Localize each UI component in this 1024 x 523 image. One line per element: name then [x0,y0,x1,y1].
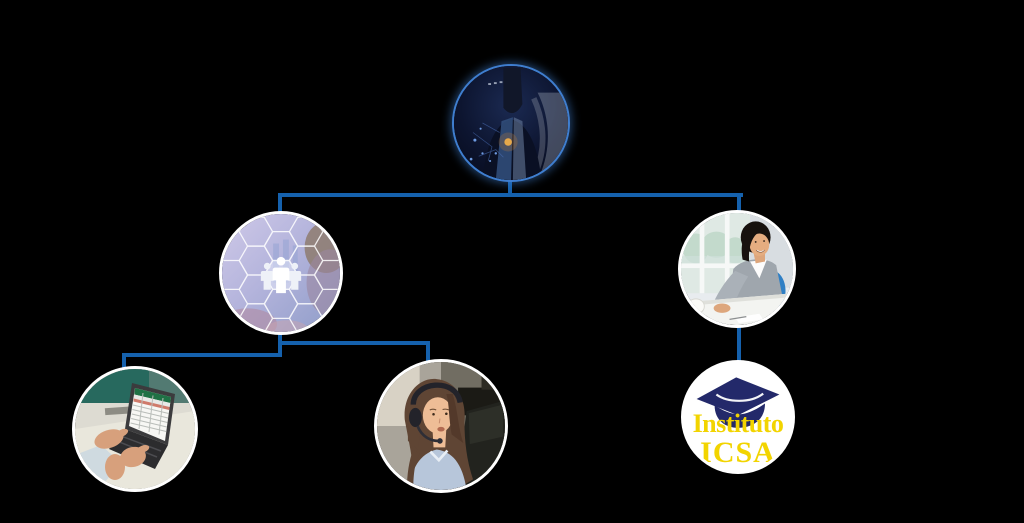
connector-level2-bar-left [122,353,282,357]
support-agent-image [377,362,505,490]
hexagon-grid-icon [222,216,340,332]
node-support-agent [374,359,508,493]
graduation-cap-icon [696,377,780,428]
people-group-icon [260,256,302,294]
node-businesswoman [678,210,796,328]
connector-drop-support [426,341,430,363]
node-instituto-icsa: Instituto ICSA [681,360,795,474]
connector-level1-bar [278,193,743,197]
typing-hands-icon [94,428,150,480]
connector-drop-businesswoman [737,193,741,218]
node-root [452,64,570,182]
people-network-image [222,214,340,332]
businessman-digital-image [454,66,568,180]
node-people-network [219,211,343,335]
connector-drop-spreadsheet [122,353,126,372]
laptop-icon [109,383,175,469]
connector-businesswoman-to-icsa [737,315,741,365]
icsa-logo-text-line1: Instituto [692,409,784,438]
connector-root-stem [508,168,512,197]
connector-level2-bar-right [278,341,430,345]
businesswoman-image [681,213,793,325]
icsa-logo-text-line2: ICSA [700,436,776,469]
laptop-spreadsheet-image [75,369,195,489]
connector-drop-people-network [278,193,282,217]
instituto-icsa-logo [684,363,792,471]
node-spreadsheet-work [72,366,198,492]
headset-icon [409,382,463,444]
